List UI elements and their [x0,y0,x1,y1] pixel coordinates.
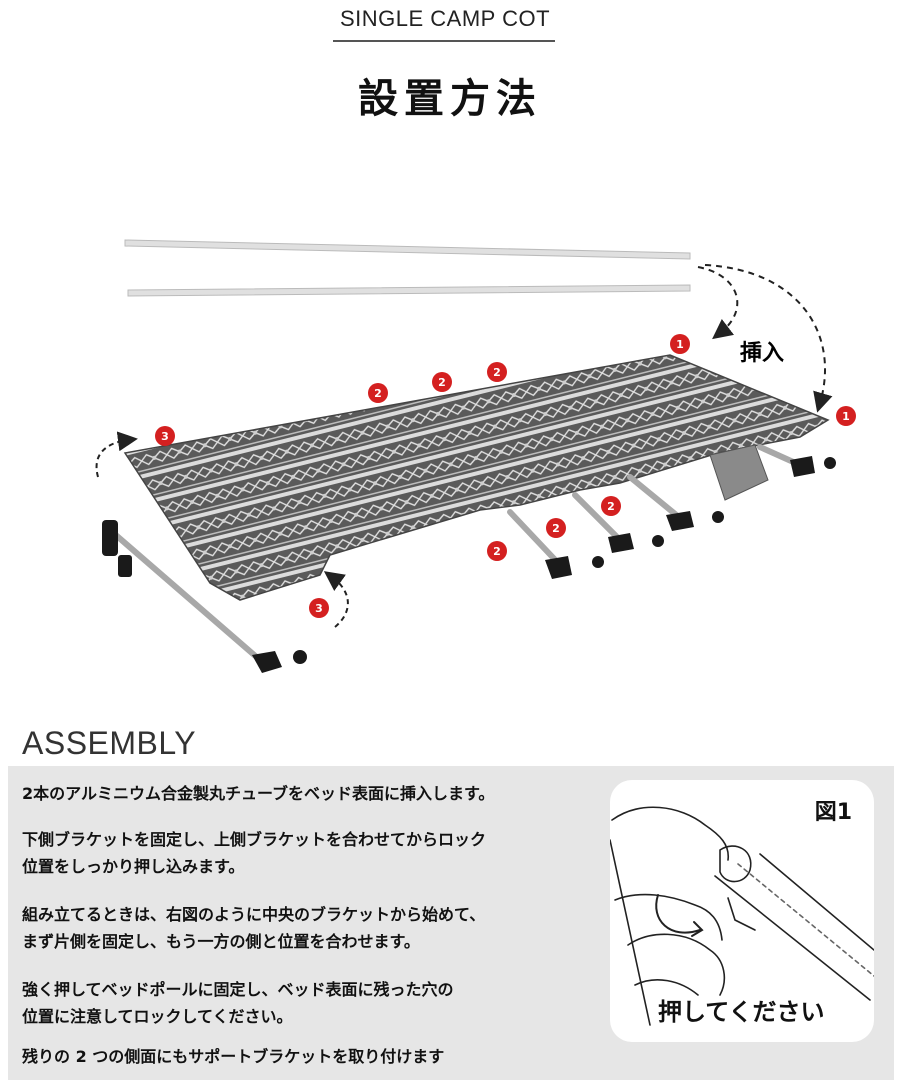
svg-text:2: 2 [374,387,382,400]
svg-text:3: 3 [315,602,323,615]
svg-text:1: 1 [676,338,684,351]
figure-label: 図1 [814,800,852,825]
rotate-arrow-left [95,431,138,478]
badge-step-2: 2 [487,541,507,561]
badge-step-2: 2 [487,362,507,382]
insert-label: 挿入 [740,341,784,366]
instruction-line: 組み立てるときは、右図のように中央のブラケットから始めて、 [22,905,486,924]
instruction-line: 位置に注意してロックしてください。 [22,1007,293,1026]
svg-text:2: 2 [438,376,446,389]
svg-text:2: 2 [493,545,501,558]
leg-brackets [102,456,836,673]
rotate-arrow-bottom [323,571,349,628]
support-legs [107,444,803,663]
assembly-heading: ASSEMBLY [22,725,197,761]
instruction-line: まず片側を固定し、もう一方の側と位置を合わせます。 [22,932,420,951]
svg-text:2: 2 [607,500,615,513]
badge-step-1: 1 [670,334,690,354]
instruction-line: 強く押してベッドポールに固定し、ベッド表面に残った穴の [22,980,454,999]
instruction-line: 残りの 2 つの側面にもサポートブラケットを取り付けます [22,1047,445,1066]
subtitle: SINGLE CAMP COT [339,6,551,31]
hand-press-illustration [610,806,874,1026]
badge-step-2: 2 [368,383,388,403]
badge-step-2: 2 [432,372,452,392]
subtitle-underline [333,40,555,42]
page-title: 設置方法 [358,76,542,122]
insert-arrow-left [697,266,739,340]
badge-step-2: 2 [546,518,566,538]
step-badges: 1 1 2 2 2 2 2 2 3 3 [155,334,856,618]
figure-1-card: 図1 押してください [610,780,874,1042]
badge-step-1: 1 [836,406,856,426]
insert-arrow-right [704,264,833,413]
badge-step-3: 3 [309,598,329,618]
cot-bed [123,354,830,601]
aluminium-tubes [124,239,691,297]
instruction-line: 位置をしっかり押し込みます。 [22,857,245,876]
badge-step-2: 2 [601,496,621,516]
instruction-line: 2本のアルミニウム合金製丸チューブをベッド表面に挿入します。 [22,784,495,803]
storage-pouch [709,444,769,501]
figure-caption: 押してください [658,998,825,1026]
svg-text:3: 3 [161,430,169,443]
assembly-illustration: 挿入 1 1 2 2 2 2 2 2 3 3 [95,239,856,673]
instruction-line: 下側ブラケットを固定し、上側ブラケットを合わせてからロック [22,830,487,849]
svg-text:1: 1 [842,410,850,423]
badge-step-3: 3 [155,426,175,446]
svg-text:2: 2 [493,366,501,379]
svg-text:2: 2 [552,522,560,535]
